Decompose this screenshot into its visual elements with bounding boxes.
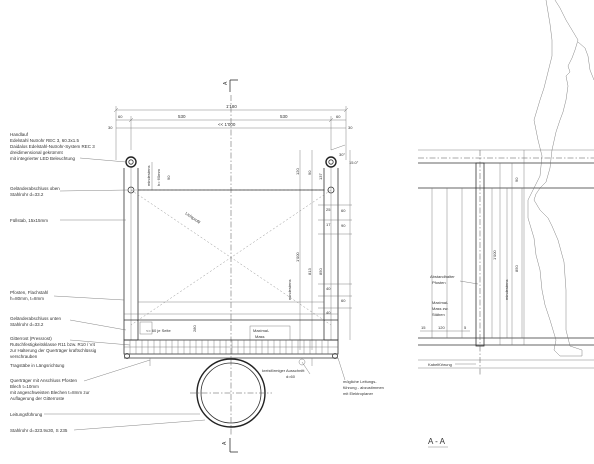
label-quertraeger-1: Blech t=10mm (10, 384, 39, 389)
left-annotations: Handlauf Edelstahl Nutrohr REC 3, 60.3x1… (10, 132, 206, 433)
cross-beam (124, 357, 338, 366)
label-pfosten: Pfosten, Flachstahl (10, 290, 48, 295)
section-marker-bottom: A (222, 438, 238, 453)
grating: Maximal- Mass (123, 325, 339, 359)
right-dim-13: 40 (326, 310, 331, 315)
left-dim-text-2: 90 (166, 175, 171, 180)
label-handlauf-1: Edelstahl Nutrohr REC 3, 60.3x1.5 (10, 138, 80, 143)
sec-mindestens: mindestens (504, 280, 509, 300)
left-dim-text-1: h= 60mm (156, 169, 161, 186)
dim-overall: 1'180 (226, 104, 237, 109)
cutout-label: kreisförmiger Ausschnitt (262, 368, 305, 373)
top-dimensions: 1'180 530 530 60 60 << 1'000 30 30 (108, 104, 353, 160)
rail-members: <= 60 je Seite 280 (124, 189, 338, 335)
sec-maxmass-2: Mass zw. (432, 306, 448, 311)
diagonal-label: Lichtprofil (184, 211, 201, 225)
label-fuellstab: Füllstab, 15x15mm (10, 218, 48, 223)
max-mass-label-2: Mass (255, 334, 265, 339)
sec-maxmass-3: Stäben (432, 312, 445, 317)
right-dim-10: mindestens (287, 280, 292, 300)
dim-edge-a: 30 (108, 125, 113, 130)
cable-route-line-3: mit Elektroplaner (343, 391, 374, 396)
cutout-d-label: d=60 (286, 374, 296, 379)
cable-route-line-2: führung - abzustimmen (343, 385, 384, 390)
label-handlauf: Handlauf (10, 132, 29, 137)
label-handlauf-3: dreidimensional gekrümmt (10, 150, 64, 155)
label-gitterrost-4: Tragstäbe in Längsrichtung (10, 363, 65, 368)
sec-spacer-2: Pfosten (432, 280, 446, 285)
label-abschluss-unten-1: Stahlrohr d=33.2 (10, 322, 44, 327)
right-dim-1: 90 (307, 170, 312, 175)
sec-dim-850: 850 (514, 265, 519, 272)
label-stahlrohr: Stahlrohr d=323.9x30, S 235 (10, 428, 68, 433)
left-dim-text-0: mindestens (146, 166, 151, 186)
dim-inner: << 1'000 (218, 122, 236, 127)
label-abschluss-unten: Geländerabschluss unten (10, 316, 62, 321)
right-vertical-dims: 120 90 137 25 60 17 90 1'000 813 850 min… (287, 150, 352, 350)
right-dim-12: 60 (341, 298, 346, 303)
right-dim-2: 137 (318, 173, 323, 180)
dim-edge-b: 30 (348, 125, 353, 130)
section-a-a: 15 120 5 Abstandhalter Pfosten Maximal- … (418, 149, 594, 448)
label-gitterrost-1: Rutschfestigkeitsklasse R11 bzw. R10 / V… (10, 342, 95, 347)
sec-dim-90: 90 (514, 177, 519, 182)
dim-280-label: 280 (192, 325, 197, 332)
right-dim-7: 1'000 (295, 252, 300, 262)
label-handlauf-2: Daidalos Edelstahl-Nutrohr-System REC 3 (10, 144, 95, 149)
cable-route-line-1: mögliche Leitungs- (343, 379, 377, 384)
angle-label-2: 15.0° (349, 160, 359, 165)
label-gitterrost-2: zur Halterung der Querträger kraftschlüs… (10, 348, 97, 353)
label-quertraeger: Querträger mit Anschluss Pfosten (10, 378, 78, 383)
label-pfosten-1: h=80mm, t=8mm (10, 296, 44, 301)
left-vertical-dims: mindestens h= 60mm 90 (146, 162, 171, 190)
label-abschluss-oben: Geländerabschluss oben (10, 186, 60, 191)
right-dim-6: 90 (341, 223, 346, 228)
right-dim-9: 850 (318, 268, 323, 275)
section-marker-bottom-label: A (222, 441, 228, 445)
sec-dim-5: 5 (464, 325, 467, 330)
sec-spacer: Abstandhalter (430, 274, 455, 279)
right-dim-8: 813 (307, 268, 312, 275)
section-marker-top: A (223, 79, 238, 92)
right-dim-5: 17 (326, 222, 331, 227)
left-post (123, 156, 139, 341)
person-silhouette (527, 0, 594, 357)
section-title: A - A (428, 437, 446, 446)
dim-right-part: 530 (280, 114, 288, 119)
right-dim-3: 25 (326, 207, 331, 212)
label-quertraeger-3: Auflagerung der Gitterroste (10, 396, 65, 401)
angle-label: 30° (339, 152, 345, 157)
label-handlauf-4: mit integrierter LED Beleuchtung (10, 156, 76, 161)
dim-left-part: 530 (178, 114, 186, 119)
cable-route-note: mögliche Leitungs- führung - abzustimmen… (337, 357, 384, 396)
right-dim-11: 40 (326, 286, 331, 291)
main-pipe: kreisförmiger Ausschnitt d=60 (190, 358, 311, 428)
sec-cable-label: Kabelführung (428, 362, 452, 367)
right-dim-0: 120 (295, 168, 300, 175)
right-dim-4: 60 (341, 208, 346, 213)
label-abschluss-oben-1: Stahlrohr d=33.2 (10, 192, 44, 197)
section-marker-top-label: A (223, 81, 229, 85)
sec-maxmass: Maximal- (432, 300, 449, 305)
label-gitterrost-3: verschrauben (10, 354, 38, 359)
sec-dim-1000: 1'000 (492, 250, 497, 260)
sec-dim-15: 15 (421, 325, 426, 330)
dim-end-b: 60 (336, 114, 341, 119)
side-gap-label: <= 60 je Seite (146, 328, 171, 333)
label-quertraeger-2: mit angeschweisten Blechen t=8mm zur (10, 390, 90, 395)
max-mass-label: Maximal- (253, 328, 270, 333)
sec-dim-120: 120 (438, 325, 445, 330)
label-leitungsfuehrung: Leitungsführung (10, 412, 43, 417)
label-gitterrost: Gitterrost (Pressrost) (10, 336, 52, 341)
dim-end-a: 60 (118, 114, 123, 119)
